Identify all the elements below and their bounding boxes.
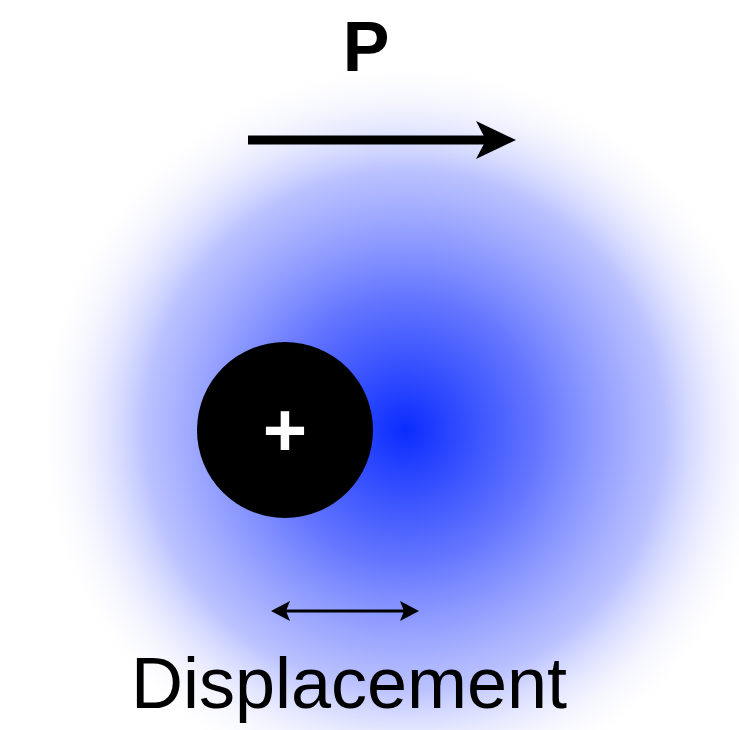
polarization-arrow: [248, 121, 516, 159]
polarization-label: P: [343, 12, 390, 82]
nucleus-charge-sign: +: [263, 392, 307, 468]
electron-cloud: [33, 58, 739, 730]
displacement-label: Displacement: [131, 647, 567, 719]
nucleus-circle: +: [197, 342, 373, 518]
displacement-arrow: [271, 601, 419, 621]
